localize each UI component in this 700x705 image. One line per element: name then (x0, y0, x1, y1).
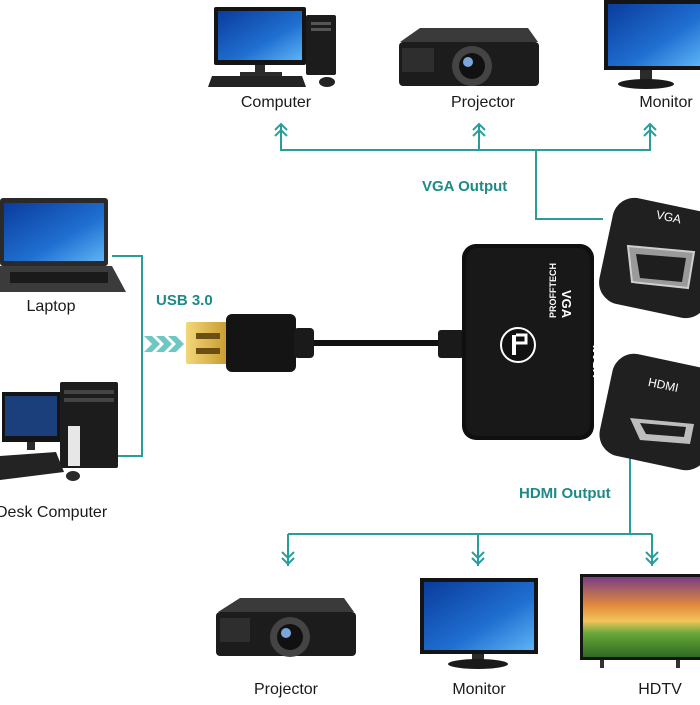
vga-port-callout (599, 197, 700, 319)
computer-icon (208, 7, 336, 87)
monitor-icon-bottom (420, 578, 538, 669)
vga-port-label: VGA (559, 290, 574, 319)
monitor-top-label: Monitor (639, 94, 693, 111)
usb-plug-icon (186, 314, 464, 372)
projector-icon (399, 28, 539, 86)
desk-computer-icon (0, 382, 118, 481)
laptop-icon (0, 198, 126, 292)
laptop-label: Laptop (26, 298, 76, 315)
arrow-down-icon (281, 551, 659, 566)
connector-lines (112, 124, 653, 566)
monitor-icon (604, 0, 700, 89)
computer-label: Computer (240, 94, 312, 111)
vga-output-header: VGA Output (422, 178, 508, 195)
usb-input-arrow-icon (144, 336, 184, 352)
adapter-body (462, 244, 594, 440)
arrow-up-icon (274, 122, 657, 137)
hdtv-label: HDTV (638, 681, 682, 698)
projector-bottom-label: Projector (253, 681, 319, 698)
usb-header: USB 3.0 (156, 292, 213, 309)
hdtv-icon (580, 574, 700, 668)
projector-top-label: Projector (450, 94, 516, 111)
hdmi-output-header: HDMI Output (519, 485, 611, 502)
desk-computer-label: Desk Computer (0, 504, 108, 521)
hdmi-port-callout (599, 353, 700, 471)
hdmi-port-label: HDMI (590, 344, 605, 378)
monitor-bottom-label: Monitor (452, 681, 506, 698)
projector-icon-bottom (216, 598, 356, 657)
brand-logo-text: PROFFTECH (548, 263, 558, 318)
